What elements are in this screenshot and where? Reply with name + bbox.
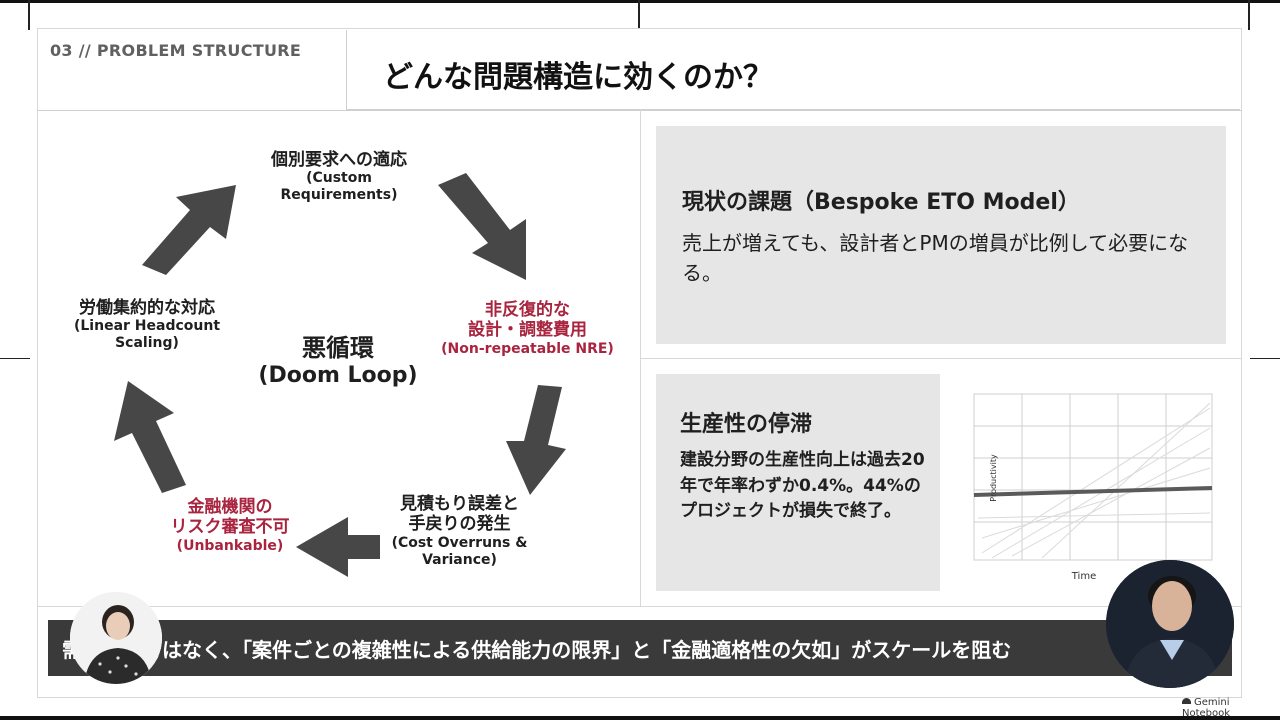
loop-node-unbankable: 金融機関の リスク審査不可 (Unbankable) bbox=[150, 497, 310, 555]
node-label-jp: 金融機関の bbox=[187, 497, 273, 517]
loop-arrow-left bbox=[114, 381, 186, 493]
node-label-jp: 労働集約的な対応 bbox=[79, 298, 215, 318]
node-label-jp: 見積もり誤差と bbox=[400, 494, 519, 514]
chart-x-label: Time bbox=[1071, 571, 1096, 582]
current-issue-body: 売上が増えても、設計者とPMの増員が比例して必要になる。 bbox=[682, 231, 1189, 285]
productivity-card: 生産性の停滞 建設分野の生産性向上は過去20年で年率わずか0.4%。44%のプロ… bbox=[656, 374, 940, 591]
node-label-en: (Unbankable) bbox=[176, 537, 284, 554]
node-label-jp: リスク審査不可 bbox=[170, 517, 290, 538]
frame-line bbox=[638, 0, 640, 30]
node-label-en: Scaling) bbox=[115, 335, 179, 352]
node-label-jp: 個別要求への適応 bbox=[271, 150, 407, 170]
footer-divider bbox=[37, 606, 1242, 607]
node-label-en: (Linear Headcount bbox=[73, 318, 221, 335]
node-label-en: Variance) bbox=[422, 551, 497, 568]
node-label-en: (Custom bbox=[306, 170, 372, 187]
brand-name: Gemini Notebook bbox=[1182, 697, 1231, 719]
current-issue-card: 現状の課題（Bespoke ETO Model） 売上が増えても、設計者とPMの… bbox=[656, 126, 1226, 344]
chart-faint-line bbox=[981, 467, 1211, 539]
node-label-en: Requirements) bbox=[280, 187, 398, 204]
chart-y-label: Productivity bbox=[989, 454, 998, 502]
productivity-body: 建設分野の生産性向上は過去20年で年率わずか0.4%。44%のプロジェクトが損失… bbox=[680, 450, 925, 521]
loop-node-custom-requirements: 個別要求への適応 (Custom Requirements) bbox=[232, 150, 446, 204]
chart-faint-line bbox=[981, 407, 1211, 554]
chart-faint-line bbox=[1041, 402, 1211, 559]
loop-center-jp: 悪循環 bbox=[302, 334, 374, 362]
frame-line bbox=[1248, 0, 1250, 30]
loop-arrow-right bbox=[506, 385, 566, 495]
brand-watermark: Gemini Notebook bbox=[1182, 697, 1280, 719]
node-label-jp: 設計・調整費用 bbox=[468, 320, 587, 341]
current-issue-title: 現状の課題（Bespoke ETO Model） bbox=[682, 190, 1080, 215]
frame-line bbox=[0, 358, 30, 359]
loop-center-en: (Doom Loop) bbox=[258, 362, 418, 388]
loop-node-nre: 非反復的な 設計・調整費用 (Non-repeatable NRE) bbox=[425, 300, 630, 358]
person-icon bbox=[1106, 560, 1234, 688]
chart-faint-line bbox=[1011, 447, 1211, 557]
frame-line bbox=[28, 0, 30, 30]
node-label-jp: 非反復的な bbox=[485, 300, 570, 320]
node-label-en: (Non-repeatable NRE) bbox=[441, 340, 614, 357]
video-top-border bbox=[0, 0, 1280, 3]
loop-arrow-top-right bbox=[438, 173, 526, 280]
chart-faint-line bbox=[977, 512, 1211, 519]
node-label-en: (Cost Overruns & bbox=[391, 534, 528, 551]
title-divider bbox=[37, 110, 1242, 111]
participant-avatar-left[interactable] bbox=[70, 592, 162, 684]
caption-text: 需要不足ではなく、「案件ごとの複雑性による供給能力の限界」と「金融適格性の欠如」… bbox=[62, 638, 1012, 662]
chart-flat-trend-line bbox=[973, 486, 1213, 497]
caption-bar bbox=[48, 620, 1232, 676]
notebook-logo-icon bbox=[1182, 698, 1191, 704]
loop-arrow-bottom bbox=[296, 517, 380, 577]
loop-arrow-top-left bbox=[142, 185, 236, 275]
participant-avatar-right[interactable] bbox=[1106, 560, 1234, 688]
right-row-divider bbox=[640, 358, 1242, 359]
person-icon bbox=[70, 592, 162, 684]
doom-loop-diagram bbox=[114, 173, 566, 577]
loop-node-linear-headcount: 労働集約的な対応 (Linear Headcount Scaling) bbox=[52, 298, 242, 352]
chart-plot-area bbox=[973, 393, 1213, 561]
video-bottom-border bbox=[0, 716, 1280, 720]
productivity-title: 生産性の停滞 bbox=[680, 412, 813, 437]
section-label: 03 // PROBLEM STRUCTURE bbox=[50, 41, 302, 60]
productivity-mini-chart: Time Productivity bbox=[973, 393, 1213, 582]
frame-line bbox=[1250, 358, 1280, 359]
loop-center-label: 悪循環 (Doom Loop) bbox=[258, 334, 418, 389]
node-label-jp: 手戻りの発生 bbox=[408, 514, 511, 535]
title-box bbox=[346, 30, 1240, 110]
loop-node-cost-overruns: 見積もり誤差と 手戻りの発生 (Cost Overruns & Variance… bbox=[372, 494, 547, 568]
slide-title: どんな問題構造に効くのか？ bbox=[383, 60, 773, 95]
